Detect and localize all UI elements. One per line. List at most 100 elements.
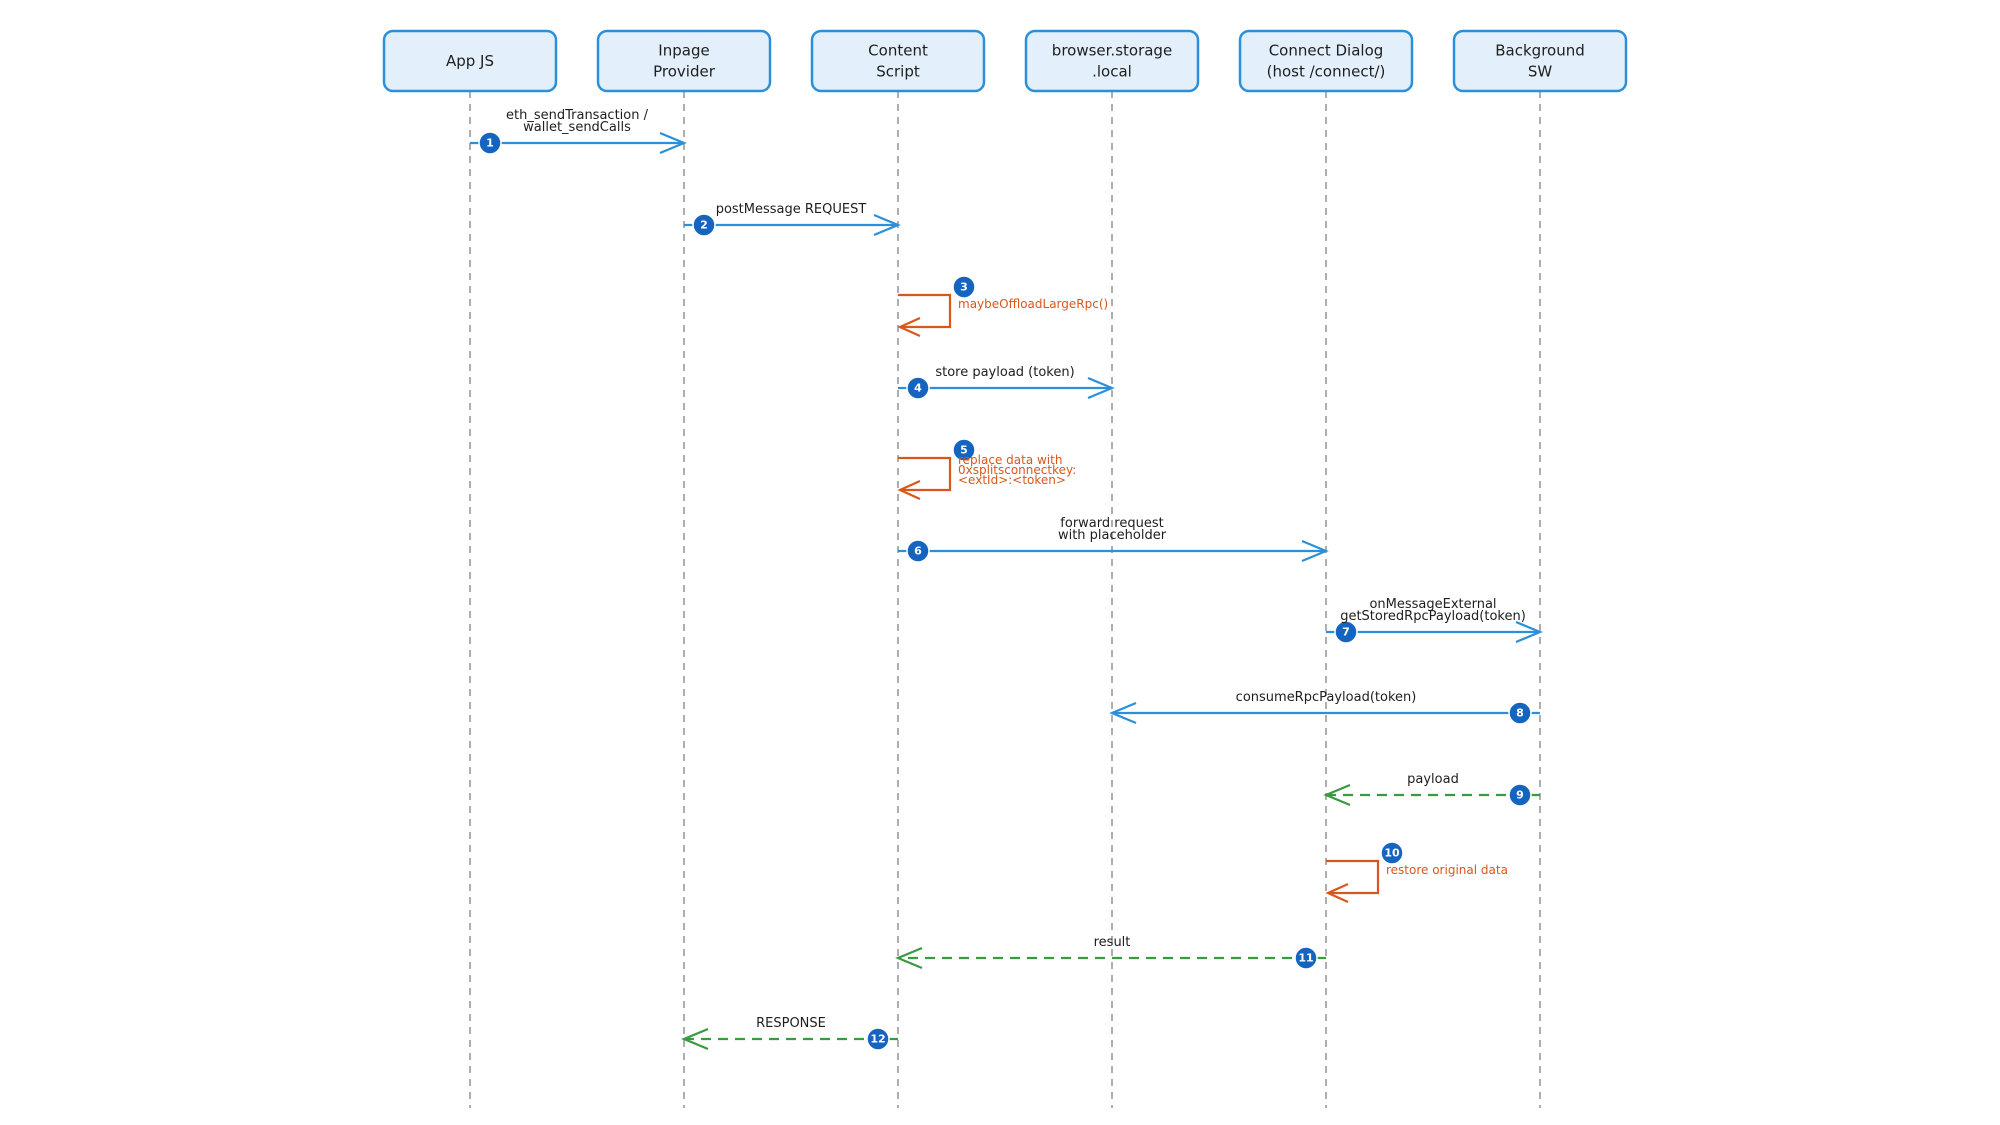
- step-number: 11: [1298, 952, 1313, 965]
- participant-label: browser.storage: [1052, 42, 1172, 60]
- participant-label: App JS: [446, 52, 494, 70]
- arrow-head: [681, 1027, 709, 1051]
- message-11: 11 result: [895, 935, 1326, 970]
- arrow-head: [897, 316, 921, 338]
- step-badge: 2: [692, 213, 716, 237]
- step-badge-circle: [952, 275, 976, 299]
- step-badge-circle: [1334, 620, 1358, 644]
- message-label: getStoredRpcPayload(token): [1340, 609, 1526, 624]
- step-badge: 5: [952, 438, 976, 462]
- message-12: 12 RESPONSE: [681, 1016, 898, 1051]
- step-badge-circle: [866, 1027, 890, 1051]
- arrow-head: [897, 479, 921, 501]
- step-number: 2: [700, 219, 708, 232]
- step-badge-circle: [478, 131, 502, 155]
- message-3: 3 maybeOffloadLargeRpc(): [897, 275, 1108, 338]
- step-badge-circle: [906, 376, 930, 400]
- step-badge: 8: [1508, 701, 1532, 725]
- step-badge: 4: [906, 376, 930, 400]
- step-badge: 1: [478, 131, 502, 155]
- participant-box: [1238, 29, 1414, 93]
- step-number: 5: [960, 444, 968, 457]
- step-number: 6: [914, 545, 922, 558]
- step-number: 7: [1342, 626, 1350, 639]
- message-label: with placeholder: [1058, 528, 1167, 543]
- arrow-head: [1301, 539, 1329, 563]
- participant-box: [1452, 29, 1628, 93]
- message-label: postMessage REQUEST: [716, 202, 867, 217]
- message-label: maybeOffloadLargeRpc(): [958, 297, 1108, 311]
- message-label: forward request: [1060, 516, 1163, 531]
- participant-box: [1024, 29, 1200, 93]
- step-badge-circle: [952, 438, 976, 462]
- step-badge: 6: [906, 539, 930, 563]
- step-badge: 7: [1334, 620, 1358, 644]
- step-badge-circle: [1508, 701, 1532, 725]
- participant-label: Script: [876, 63, 920, 81]
- participant-box: [596, 29, 772, 93]
- message-label: payload: [1407, 772, 1459, 787]
- step-badge: 3: [952, 275, 976, 299]
- step-badge-circle: [906, 539, 930, 563]
- message-label: replace data with: [958, 453, 1062, 467]
- participant-label: SW: [1528, 63, 1553, 81]
- message-label: restore original data: [1386, 863, 1508, 877]
- message-9: 9 payload: [1323, 772, 1540, 807]
- participant-label: Background: [1495, 42, 1585, 60]
- arrow-head: [1325, 882, 1349, 904]
- step-badge: 10: [1380, 841, 1404, 865]
- step-number: 8: [1516, 707, 1524, 720]
- step-badge: 9: [1508, 783, 1532, 807]
- step-number: 10: [1384, 847, 1400, 860]
- message-label: store payload (token): [935, 365, 1074, 380]
- arrow-head: [895, 946, 923, 970]
- step-number: 3: [960, 281, 968, 294]
- step-badge: 11: [1294, 946, 1318, 970]
- participant-storage: browser.storage .local: [1024, 29, 1200, 93]
- self-call-line: [1326, 859, 1380, 895]
- step-number: 1: [486, 137, 494, 150]
- message-label: <extId>:<token>: [958, 473, 1066, 487]
- step-badge-circle: [1294, 946, 1318, 970]
- participant-label: Connect Dialog: [1269, 42, 1384, 60]
- message-label: RESPONSE: [756, 1016, 826, 1031]
- step-number: 9: [1516, 789, 1524, 802]
- participant-label: (host /connect/): [1267, 63, 1386, 81]
- step-badge: 12: [866, 1027, 890, 1051]
- message-label: eth_sendTransaction /: [506, 108, 649, 123]
- message-7: 7 onMessageExternalgetStoredRpcPayload(to…: [1326, 597, 1543, 644]
- arrow-head: [873, 213, 901, 237]
- message-label: consumeRpcPayload(token): [1236, 690, 1417, 705]
- participant-label: .local: [1092, 63, 1132, 81]
- message-8: 8 consumeRpcPayload(token): [1109, 690, 1540, 725]
- participant-label: Inpage: [658, 42, 709, 60]
- message-label: onMessageExternal: [1369, 597, 1496, 612]
- participant-dialog: Connect Dialog (host /connect/): [1238, 29, 1414, 93]
- step-badge-circle: [1508, 783, 1532, 807]
- participant-label: Provider: [653, 63, 716, 81]
- step-badge-circle: [692, 213, 716, 237]
- message-10: 10 restore original data: [1325, 841, 1508, 904]
- arrow-head: [659, 131, 687, 155]
- step-number: 12: [870, 1033, 885, 1046]
- participant-app: App JS: [382, 29, 558, 93]
- step-badge-circle: [1380, 841, 1404, 865]
- message-label: result: [1094, 935, 1131, 950]
- arrow-head: [1515, 620, 1543, 644]
- arrow-head: [1087, 376, 1115, 400]
- message-2: 2 postMessage REQUEST: [684, 202, 901, 237]
- arrow-head: [1109, 701, 1137, 725]
- arrow-head: [1323, 783, 1351, 807]
- self-call-line: [898, 293, 952, 329]
- message-4: 4 store payload (token): [898, 365, 1115, 400]
- participant-label: Content: [868, 42, 928, 60]
- lifelines: [469, 91, 1541, 1108]
